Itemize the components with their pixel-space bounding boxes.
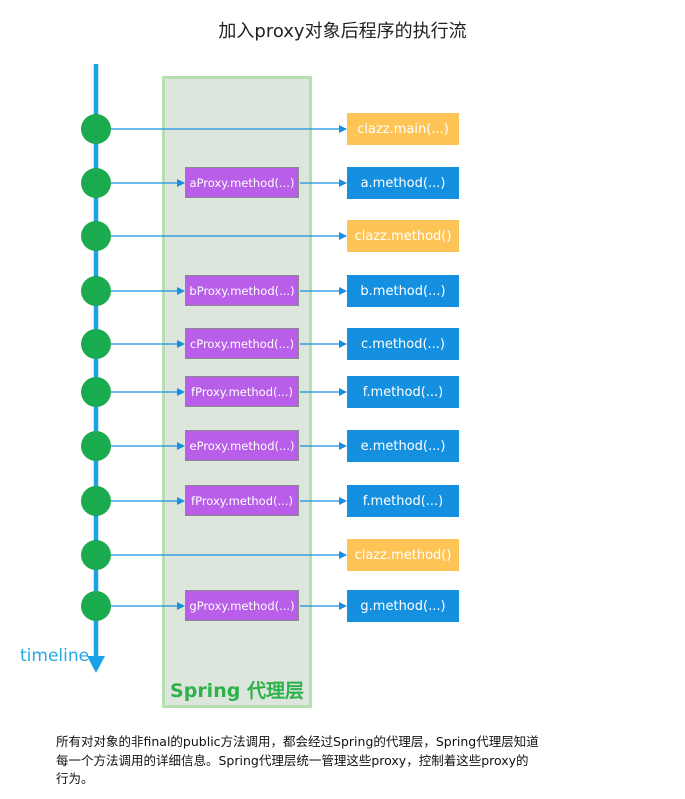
- caption-line: 行为。: [56, 771, 94, 786]
- caption-line: 每一个方法调用的详细信息。Spring代理层统一管理这些proxy，控制着这些p…: [56, 752, 529, 768]
- caption: 所有对对象的非final的public方法调用，都会经过Spring的代理层，S…: [56, 733, 646, 789]
- proxy-box: bProxy.method(...): [185, 275, 299, 306]
- timeline-nodes: [81, 114, 111, 621]
- timeline-node: [81, 377, 111, 407]
- timeline-node: [81, 114, 111, 144]
- proxy-box: eProxy.method(...): [185, 430, 299, 461]
- clazz-call-box: clazz.method(): [347, 539, 459, 571]
- spring-proxy-layer-label: Spring 代理层: [170, 680, 304, 702]
- timeline-node: [81, 591, 111, 621]
- diagram-title: 加入proxy对象后程序的执行流: [218, 21, 467, 42]
- timeline-node: [81, 329, 111, 359]
- timeline-node: [81, 276, 111, 306]
- timeline-node: [81, 168, 111, 198]
- proxy-box: fProxy.method(...): [185, 376, 299, 407]
- call-arrows: [111, 125, 347, 610]
- method-call-box: b.method(...): [347, 275, 459, 307]
- method-call-box: e.method(...): [347, 430, 459, 462]
- timeline-node: [81, 221, 111, 251]
- method-call-box: a.method(...): [347, 167, 459, 199]
- caption-line: 所有对对象的非final的public方法调用，都会经过Spring的代理层，S…: [56, 734, 539, 749]
- clazz-call-box: clazz.main(...): [347, 113, 459, 145]
- timeline-arrowhead: [87, 656, 105, 673]
- clazz-call-box: clazz.method(): [347, 220, 459, 252]
- timeline-label: timeline: [20, 646, 90, 666]
- proxy-box: gProxy.method(...): [185, 590, 299, 621]
- method-call-box: c.method(...): [347, 328, 459, 360]
- timeline-node: [81, 486, 111, 516]
- timeline: [87, 64, 105, 673]
- method-call-box: f.method(...): [347, 376, 459, 408]
- proxy-box: aProxy.method(...): [185, 167, 299, 198]
- timeline-node: [81, 540, 111, 570]
- proxy-box: fProxy.method(...): [185, 485, 299, 516]
- method-call-box: g.method(...): [347, 590, 459, 622]
- proxy-box: cProxy.method(...): [185, 328, 299, 359]
- method-call-box: f.method(...): [347, 485, 459, 517]
- timeline-node: [81, 431, 111, 461]
